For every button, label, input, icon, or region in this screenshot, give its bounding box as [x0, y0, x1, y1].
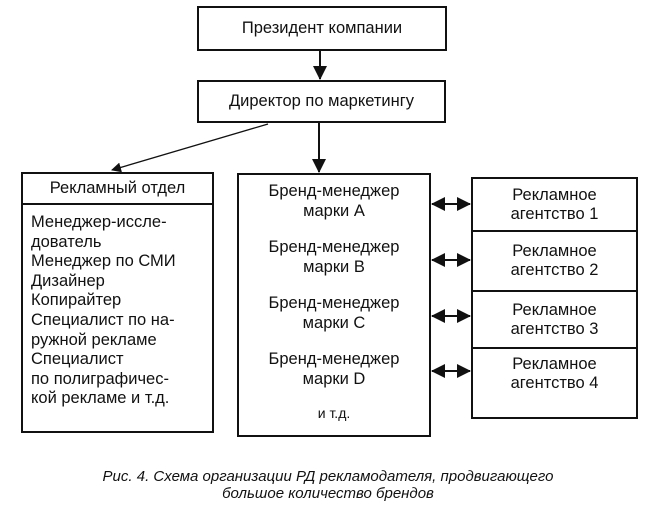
brand-manager-title: Бренд-менеджер — [268, 182, 400, 200]
staff-line: по полиграфичес- — [31, 369, 169, 388]
brand-manager-brand: марки C — [302, 314, 366, 332]
brand-manager-title: Бренд-менеджер — [268, 238, 400, 256]
brand-manager-title: Бренд-менеджер — [268, 350, 400, 368]
caption-line-2: большое количество брендов — [222, 485, 434, 502]
brand-manager-a: Бренд-менеджер марки A — [239, 181, 429, 221]
agency-number: агентство 1 — [510, 204, 599, 223]
brand-manager-d: Бренд-менеджер марки D — [239, 349, 429, 389]
caption-line-1: Рис. 4. Схема организации РД рекламодате… — [102, 468, 554, 485]
agency-number: агентство 4 — [510, 374, 599, 392]
agency-title: Рекламное — [512, 300, 597, 319]
marketing-director-box: Директор по маркетингу — [197, 80, 446, 123]
arrow-director-to-ad-department — [111, 123, 269, 173]
staff-line: ружной рекламе — [31, 330, 157, 349]
ad-department-title: Рекламный отдел — [49, 179, 186, 197]
marketing-director-label: Директор по маркетингу — [228, 92, 415, 110]
ad-department-header: Рекламный отдел — [23, 174, 212, 205]
staff-line: кой рекламе и т.д. — [31, 389, 170, 408]
brand-manager-brand: марки D — [302, 370, 366, 388]
brand-managers-etc: и т.д. — [317, 405, 351, 421]
staff-line: дователь — [31, 232, 102, 251]
brand-manager-title: Бренд-менеджер — [268, 294, 400, 312]
agency-number: агентство 3 — [510, 319, 599, 338]
agency-title: Рекламное — [512, 242, 597, 260]
brand-manager-brand: марки B — [303, 258, 365, 276]
ad-department-staff-list: Менеджер-иссле- дователь Менеджер по СМИ… — [23, 205, 212, 409]
figure-caption: Рис. 4. Схема организации РД рекламодате… — [0, 468, 656, 502]
staff-line: Менеджер по СМИ — [31, 252, 176, 271]
staff-line: Специалист по на- — [31, 310, 175, 329]
brand-managers-box: Бренд-менеджер марки A Бренд-менеджер ма… — [237, 173, 431, 437]
staff-line: Дизайнер — [31, 271, 105, 290]
staff-line: Менеджер-иссле- — [31, 213, 167, 231]
agency-number: агентство 2 — [510, 261, 599, 279]
brand-manager-brand: марки A — [303, 202, 365, 220]
ad-department-box: Рекламный отдел Менеджер-иссле- дователь… — [21, 172, 214, 433]
staff-line: Специалист — [31, 350, 124, 369]
agency-title: Рекламное — [512, 185, 597, 204]
staff-line: Копирайтер — [31, 291, 122, 310]
brand-manager-c: Бренд-менеджер марки C — [239, 293, 429, 333]
president-box: Президент компании — [197, 6, 447, 51]
president-label: Президент компании — [241, 19, 403, 37]
agency-title: Рекламное — [512, 355, 597, 373]
brand-manager-b: Бренд-менеджер марки B — [239, 237, 429, 277]
